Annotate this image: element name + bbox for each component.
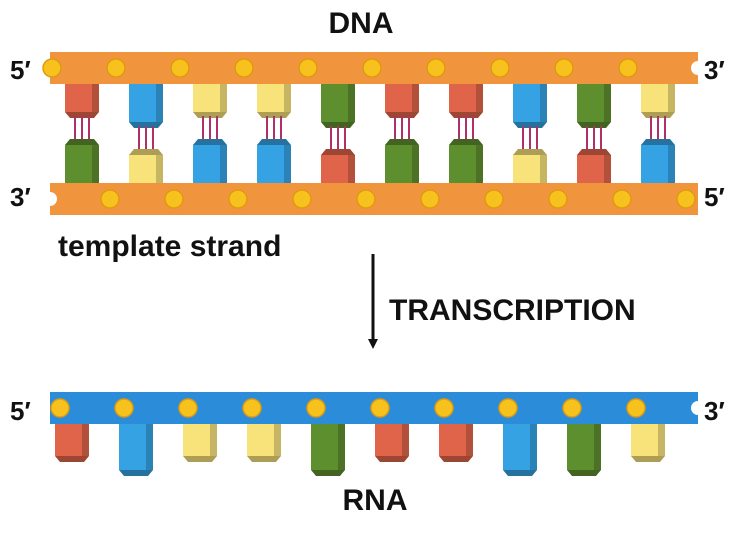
hydrogen-bonds [74, 116, 666, 151]
dna-bottom-phosphate [548, 189, 568, 209]
rna-base-red [375, 424, 409, 462]
hydrogen-bond [74, 116, 90, 141]
dna-top-phosphate [618, 58, 638, 78]
dna-bottom-5prime-label: 5′ [704, 182, 725, 212]
rna-base-green [567, 424, 601, 476]
dna-top-phosphates [42, 58, 638, 78]
dna-top-phosphate [42, 58, 62, 78]
rna-base-green [311, 424, 345, 476]
dna-top-base-red [449, 84, 483, 118]
dna-bottom-base-blue [257, 139, 291, 183]
dna-bottom-phosphate [100, 189, 120, 209]
dna-top-phosphate [426, 58, 446, 78]
rna-phosphate [434, 398, 454, 418]
rna-phosphate [50, 398, 70, 418]
dna-bottom-bases [65, 139, 675, 183]
dna-top-5prime-label: 5′ [10, 55, 31, 85]
dna-bottom-base-yellow [513, 149, 547, 183]
rna-3prime-label: 3′ [704, 396, 725, 426]
rna-5prime-label: 5′ [10, 396, 31, 426]
rna-base-yellow [247, 424, 281, 462]
dna-bottom-base-blue [641, 139, 675, 183]
dna-top-3prime-label: 3′ [704, 55, 725, 85]
hydrogen-bond [330, 126, 346, 151]
hydrogen-bond [650, 116, 666, 141]
rna-base-red [55, 424, 89, 462]
dna-top-base-blue [513, 84, 547, 128]
dna-top-base-red [65, 84, 99, 118]
dna-bottom-phosphate [484, 189, 504, 209]
dna-top-base-yellow [641, 84, 675, 118]
dna-top-base-green [321, 84, 355, 128]
dna-top-phosphate [298, 58, 318, 78]
dna-bottom-base-red [577, 149, 611, 183]
transcription-label: TRANSCRIPTION [389, 294, 636, 327]
dna-top-base-red [385, 84, 419, 118]
dna-top-phosphate [170, 58, 190, 78]
dna-top-phosphate [490, 58, 510, 78]
hydrogen-bond [458, 116, 474, 141]
dna-bottom-3prime-label: 3′ [10, 182, 31, 212]
rna-phosphate [306, 398, 326, 418]
hydrogen-bond [522, 126, 538, 151]
dna-bottom-base-yellow [129, 149, 163, 183]
rna-strand [50, 392, 698, 476]
dna-bottom-base-green [385, 139, 419, 183]
dna-top-phosphate [554, 58, 574, 78]
dna-bottom-phosphate [420, 189, 440, 209]
dna-bottom-base-red [321, 149, 355, 183]
dna-bottom-base-blue [193, 139, 227, 183]
hydrogen-bond [586, 126, 602, 151]
dna-bottom-phosphate [228, 189, 248, 209]
rna-phosphate [370, 398, 390, 418]
rna-title: RNA [343, 484, 408, 517]
rna-base-red [439, 424, 473, 462]
dna-top-bases [65, 84, 675, 128]
rna-base-blue [503, 424, 537, 476]
dna-bottom-phosphate [676, 189, 696, 209]
dna-bottom-phosphate [356, 189, 376, 209]
rna-base-yellow [183, 424, 217, 462]
dna-template-strand [50, 139, 698, 215]
strand-end-notches [43, 61, 705, 415]
rna-phosphates [50, 398, 646, 418]
rna-phosphate [178, 398, 198, 418]
dna-bottom-phosphate [164, 189, 184, 209]
rna-phosphate [626, 398, 646, 418]
dna-top-base-blue [129, 84, 163, 128]
rna-phosphate [498, 398, 518, 418]
dna-bottom-phosphate [292, 189, 312, 209]
dna-coding-strand [42, 52, 698, 128]
hydrogen-bond [202, 116, 218, 141]
template-strand-label: template strand [58, 230, 281, 263]
dna-top-phosphate [106, 58, 126, 78]
rna-phosphate [242, 398, 262, 418]
rna-phosphate [562, 398, 582, 418]
dna-bottom-phosphate [612, 189, 632, 209]
rna-base-blue [119, 424, 153, 476]
dna-bottom-base-green [449, 139, 483, 183]
dna-top-base-yellow [193, 84, 227, 118]
dna-top-phosphate [234, 58, 254, 78]
dna-title: DNA [329, 7, 394, 40]
rna-phosphate [114, 398, 134, 418]
dna-top-phosphate [362, 58, 382, 78]
hydrogen-bond [394, 116, 410, 141]
dna-top-base-green [577, 84, 611, 128]
hydrogen-bond [138, 126, 154, 151]
dna-bottom-phosphates [100, 189, 696, 209]
dna-top-base-yellow [257, 84, 291, 118]
rna-bases [55, 424, 665, 476]
rna-base-yellow [631, 424, 665, 462]
dna-bottom-base-green [65, 139, 99, 183]
hydrogen-bond [266, 116, 282, 141]
